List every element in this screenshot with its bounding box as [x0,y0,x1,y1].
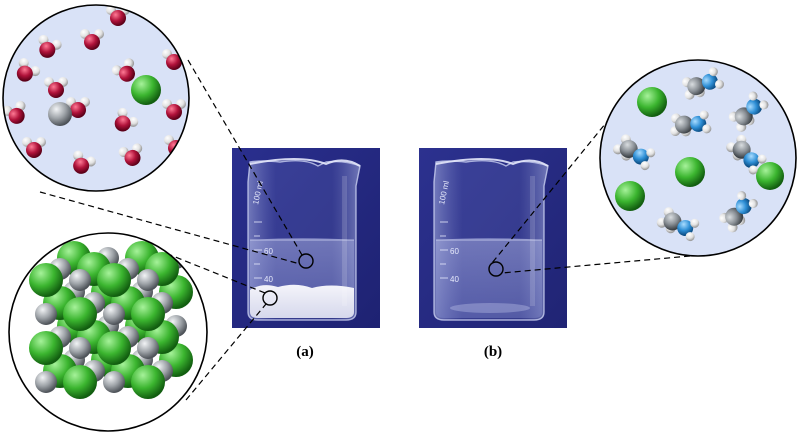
silver-ion-icon [137,269,159,291]
crystal-lattice-icon [29,241,193,399]
beaker-photo-b: 60 40 100 ml [419,148,567,328]
panel-label-b: (b) [484,344,502,360]
silver-ion-icon [35,303,57,325]
leader-line-top-lower [39,191,301,265]
chloride-ion-icon [63,365,97,399]
chloride-ion-icon [29,263,63,297]
leader-line-top-upper [187,59,303,256]
sample-circle-solution-b [488,261,504,277]
beaker-photo-a: 60 40 100 ml [232,148,380,328]
graduation-60-a: 60 [264,247,273,256]
leader-line-right-upper [491,117,611,264]
graduation-40-b: 40 [450,275,459,284]
silver-ion-icon [69,337,91,359]
chloride-ion-icon [637,87,667,117]
silver-ion-icon [69,269,91,291]
chloride-ion-icon [97,263,131,297]
silver-ion-icon [103,371,125,393]
inset-precipitate-lattice [8,232,208,432]
chloride-ion-icon [675,157,705,187]
chloride-ion-icon [131,365,165,399]
chloride-ion-icon [63,297,97,331]
silver-ion-icon [103,303,125,325]
sample-circle-solution-a [298,253,314,269]
chloride-ion-icon [131,297,165,331]
inset-solution-a [2,4,190,192]
leader-lines [39,59,691,401]
leader-line-bottom-lower [185,303,267,401]
water-molecule-icon [3,5,22,26]
chloride-ion-icon [131,75,161,105]
chloride-ion-icon [615,181,645,211]
graduation-40-a: 40 [264,275,273,284]
silver-ion-icon [48,102,72,126]
silver-ion-icon [137,337,159,359]
graduation-60-b: 60 [450,247,459,256]
leader-line-right-lower [501,255,691,274]
inset-solution-b [599,59,797,257]
silver-ion-icon [35,371,57,393]
chloride-ion-icon [756,162,784,190]
chloride-ion-icon [97,331,131,365]
sample-circle-precipitate-a [262,290,278,306]
chloride-ion-icon [29,331,63,365]
panel-label-a: (a) [296,344,314,360]
